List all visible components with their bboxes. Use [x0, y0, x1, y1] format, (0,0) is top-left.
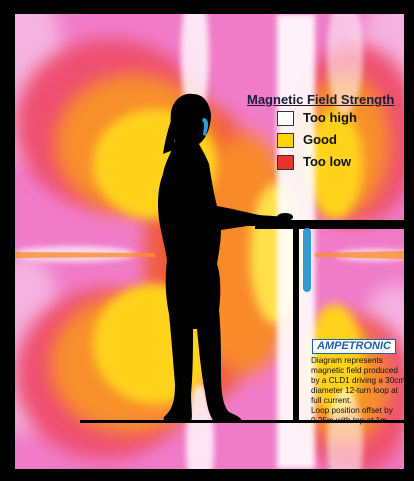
legend: Magnetic Field Strength Too high Good To… [247, 92, 404, 173]
ampetronic-logo: AMPETRONIC [312, 339, 396, 354]
diagram-caption: Diagram represents magnetic field produc… [311, 356, 404, 426]
diagram-canvas: Magnetic Field Strength Too high Good To… [15, 14, 404, 469]
legend-swatch-good [277, 133, 294, 148]
legend-item-too-high: Too high [247, 109, 404, 129]
legend-swatch-too-low [277, 155, 294, 170]
legend-swatch-too-high [277, 111, 294, 126]
legend-item-good: Good [247, 131, 404, 151]
legend-title: Magnetic Field Strength [247, 92, 404, 107]
legend-label-too-low: Too low [303, 154, 351, 169]
legend-label-good: Good [303, 132, 337, 147]
legend-label-too-high: Too high [303, 110, 357, 125]
table-leg [293, 226, 299, 422]
caption-description: Diagram represents magnetic field produc… [311, 356, 404, 406]
caption-offset-note: Loop position offset by 0.25m with top a… [311, 406, 404, 426]
legend-item-too-low: Too low [247, 153, 404, 173]
induction-loop [303, 228, 311, 292]
